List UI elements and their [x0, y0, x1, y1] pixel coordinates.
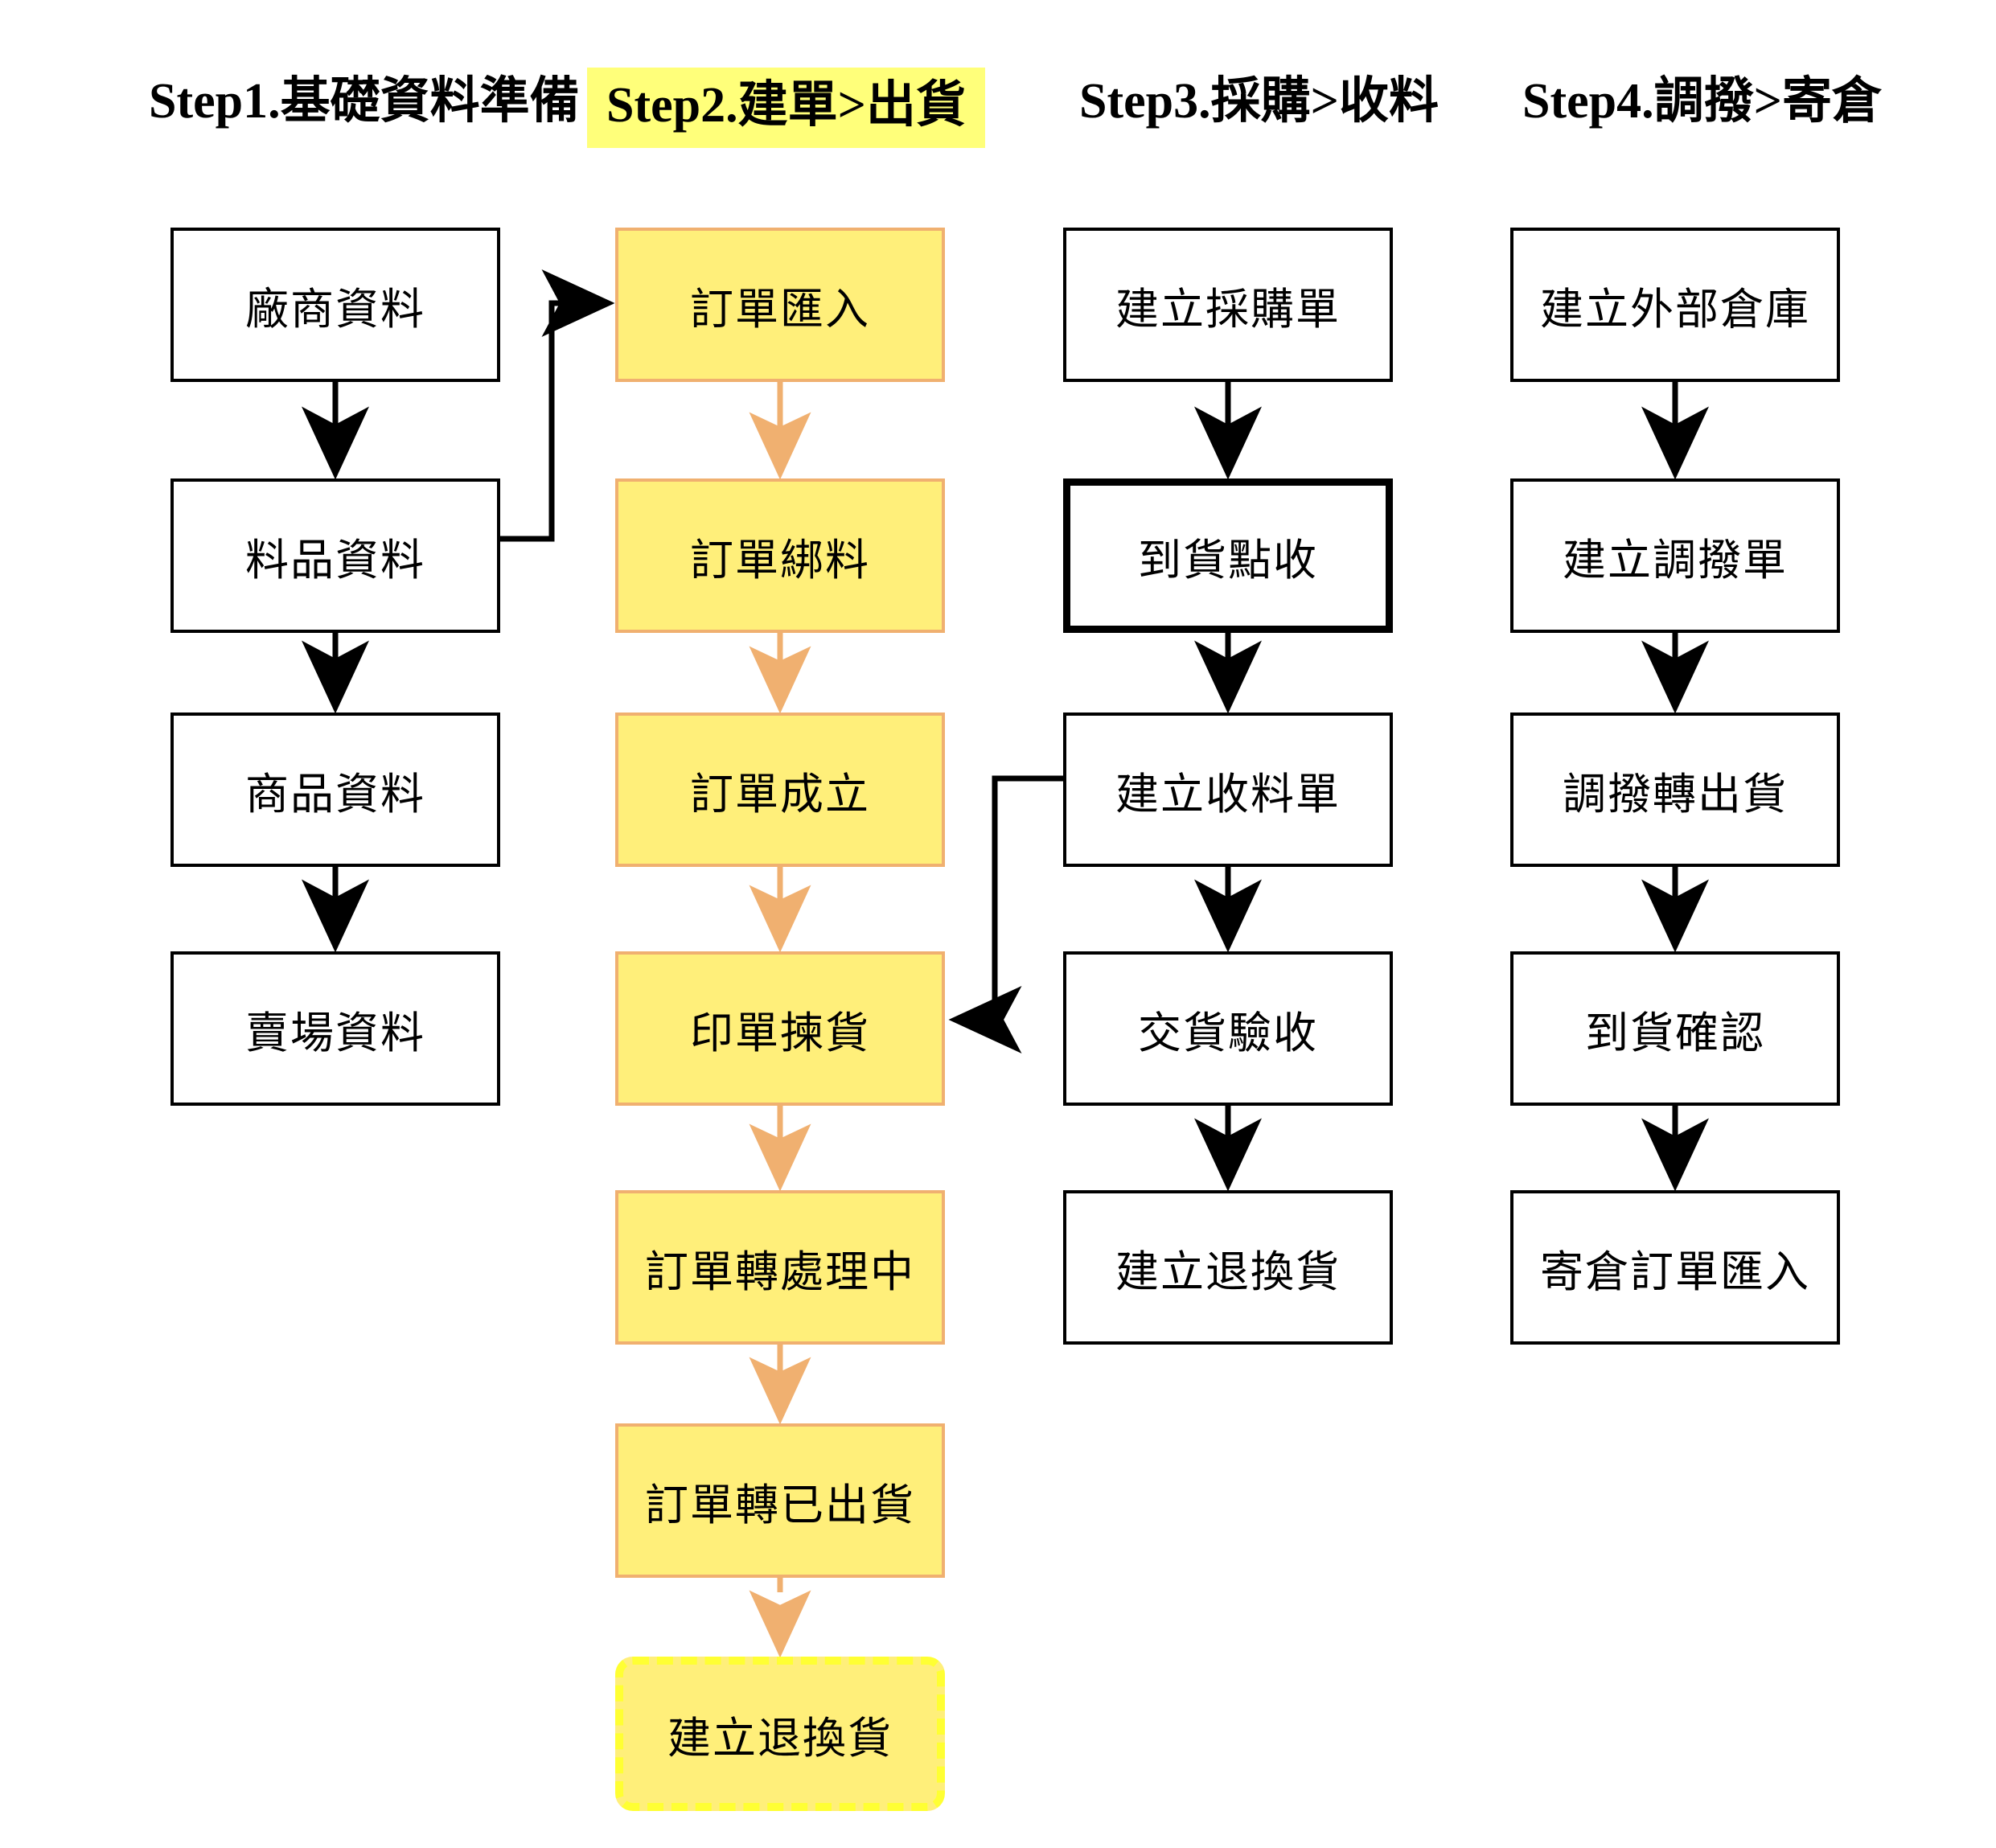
node-create-return-exchange-shipping[interactable]: 建立退換貨	[615, 1657, 945, 1811]
column-title-step3: Step3.採購>收料	[1079, 74, 1439, 129]
node-order-created[interactable]: 訂單成立	[615, 713, 945, 867]
node-delivery-acceptance[interactable]: 交貨驗收	[1063, 951, 1393, 1106]
column-title-step2: Step2.建單>出貨	[587, 68, 985, 148]
node-product-data[interactable]: 商品資料	[170, 713, 500, 867]
column-title-step1: Step1.基礎資料準備	[149, 74, 580, 129]
node-create-external-warehouse[interactable]: 建立外部倉庫	[1510, 228, 1840, 382]
node-create-return-exchange-purchase[interactable]: 建立退換貨	[1063, 1190, 1393, 1345]
node-order-processing[interactable]: 訂單轉處理中	[615, 1190, 945, 1345]
node-create-purchase-order[interactable]: 建立採購單	[1063, 228, 1393, 382]
node-vendor-data[interactable]: 廠商資料	[170, 228, 500, 382]
node-create-receipt-order[interactable]: 建立收料單	[1063, 713, 1393, 867]
node-store-data[interactable]: 賣場資料	[170, 951, 500, 1106]
node-order-bind-material[interactable]: 訂單綁料	[615, 478, 945, 633]
node-order-shipped[interactable]: 訂單轉已出貨	[615, 1423, 945, 1578]
node-goods-arrival-check[interactable]: 到貨點收	[1063, 478, 1393, 633]
node-transfer-to-shipment[interactable]: 調撥轉出貨	[1510, 713, 1840, 867]
connector-material-to-order-import	[500, 269, 615, 542]
node-create-transfer-order[interactable]: 建立調撥單	[1510, 478, 1840, 633]
node-arrival-confirm[interactable]: 到貨確認	[1510, 951, 1840, 1106]
node-consign-order-import[interactable]: 寄倉訂單匯入	[1510, 1190, 1840, 1345]
connector-receipt-to-pick	[948, 775, 1063, 1053]
node-print-pick[interactable]: 印單揀貨	[615, 951, 945, 1106]
node-material-data[interactable]: 料品資料	[170, 478, 500, 633]
node-order-import[interactable]: 訂單匯入	[615, 228, 945, 382]
column-title-step4: Step4.調撥>寄倉	[1522, 74, 1882, 129]
